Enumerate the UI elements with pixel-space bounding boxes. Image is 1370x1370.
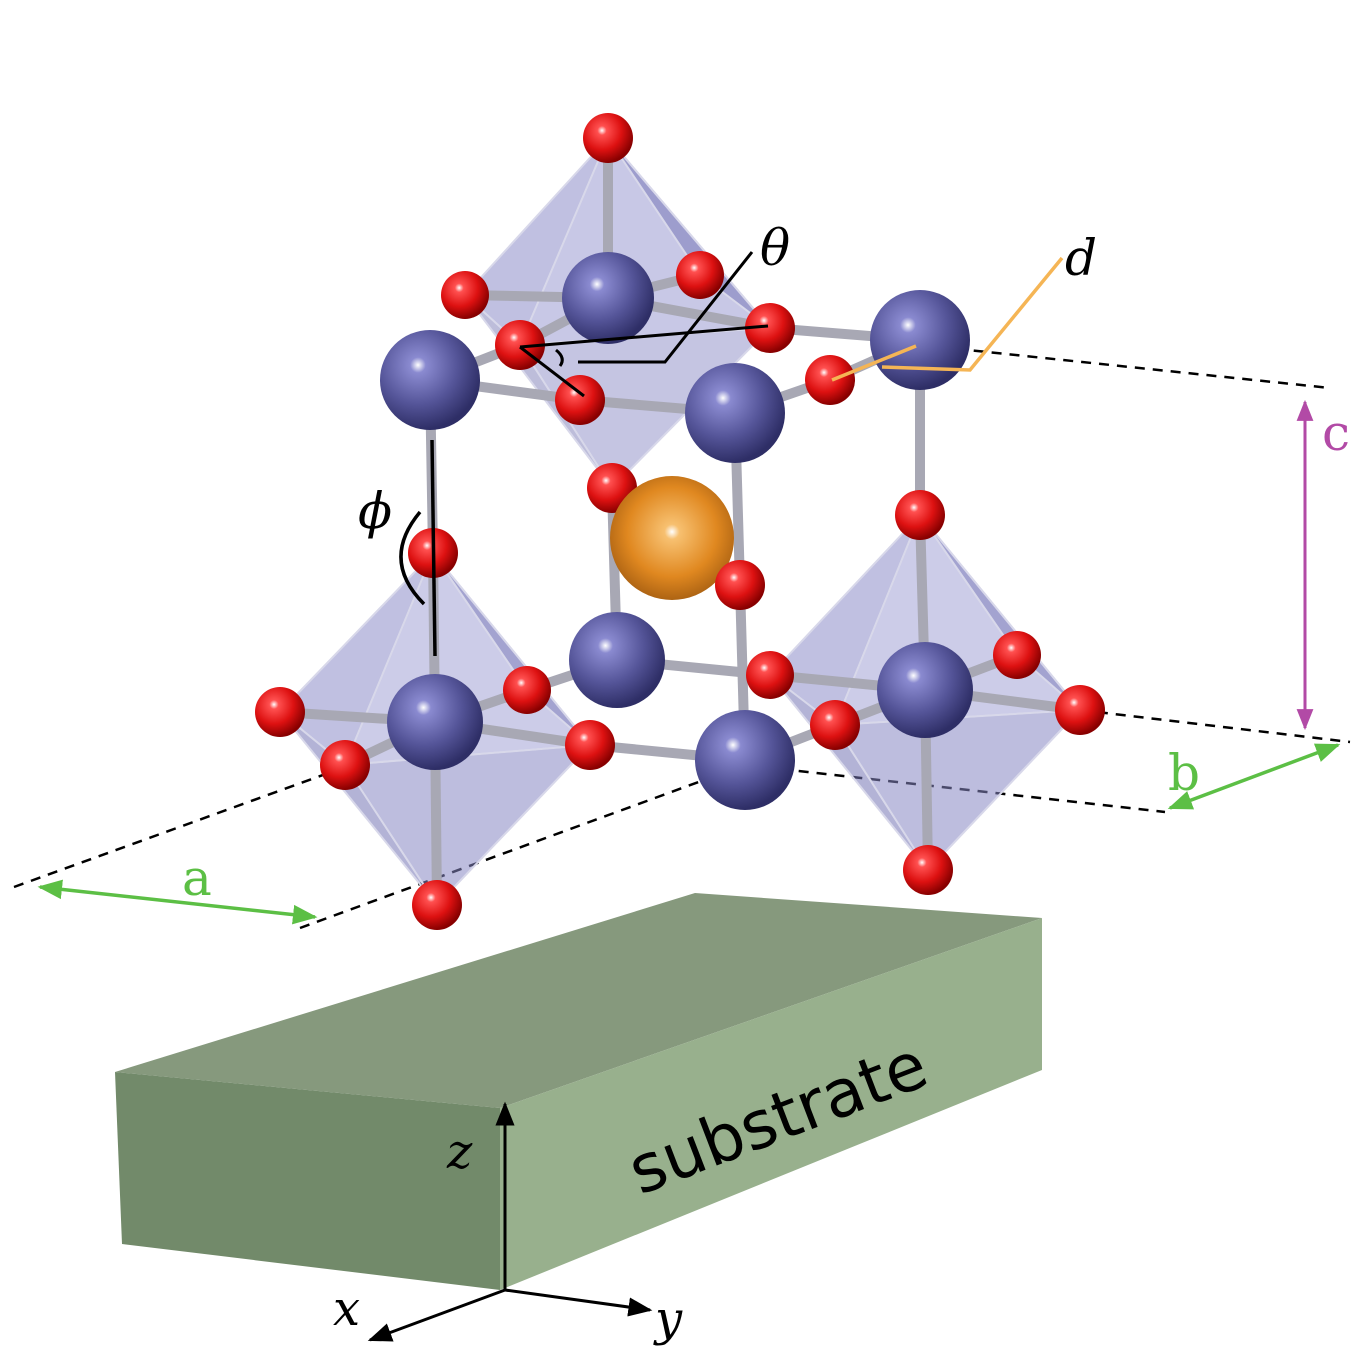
b-site-atom — [562, 252, 654, 344]
a-arrow — [37, 879, 318, 925]
lattice-arrows: a b c — [37, 399, 1350, 925]
d-annotation — [831, 256, 1064, 382]
a-site-atom — [610, 476, 734, 600]
y-axis — [504, 1288, 653, 1317]
x-axis-label: x — [333, 1281, 360, 1337]
dashed-line-top-right — [919, 343, 1331, 390]
z-axis-label: z — [446, 1124, 473, 1180]
oxygen-atom — [993, 631, 1041, 679]
oxygen-atom — [895, 490, 945, 540]
oxygen-atom — [255, 687, 305, 737]
front-atoms — [255, 290, 1105, 930]
dashed-line-left-upper — [13, 765, 346, 889]
b-label: b — [1168, 744, 1200, 802]
oxygen-atom — [903, 845, 953, 895]
oxygen-atom — [746, 651, 794, 699]
b-site-atom — [877, 642, 973, 738]
substrate-front-face — [500, 918, 1042, 1290]
c-label: c — [1322, 404, 1350, 462]
back-atoms — [441, 113, 1041, 714]
oxygen-atom — [1055, 685, 1105, 735]
oxygen-atom — [412, 880, 462, 930]
a-label: a — [182, 849, 212, 907]
oxygen-atom — [441, 271, 489, 319]
substrate-left-face — [115, 1072, 500, 1290]
x-axis — [367, 1288, 506, 1342]
substrate-block: substrate — [115, 893, 1042, 1290]
b-site-atom — [569, 612, 665, 708]
oxygen-atom — [810, 700, 860, 750]
substrate-top-face — [115, 893, 1042, 1108]
coordinate-axes: z y x — [333, 1101, 683, 1347]
b-site-atom — [685, 363, 785, 463]
b-arrow — [1167, 743, 1341, 810]
oxygen-atom — [805, 355, 855, 405]
oxygen-atom — [715, 560, 765, 610]
phi-label: ϕ — [358, 482, 392, 540]
dashed-line-right-apex — [1079, 708, 1351, 744]
oxygen-atom — [565, 720, 615, 770]
oxygen-atom — [503, 666, 551, 714]
oxygen-atom — [555, 375, 605, 425]
dashed-line-left-lower — [299, 763, 746, 930]
oxygen-atom — [320, 740, 370, 790]
b-site-atom — [870, 290, 970, 390]
oxygen-atom — [745, 303, 795, 353]
d-label: d — [1065, 229, 1097, 287]
y-axis-label: y — [653, 1291, 683, 1347]
b-site-atom — [695, 710, 795, 810]
lattice-boundary-lines — [13, 343, 1351, 930]
b-site-atom — [387, 674, 483, 770]
oxygen-atom — [676, 251, 724, 299]
b-site-atom — [380, 330, 480, 430]
theta-annotation — [519, 251, 769, 398]
oxygen-atom — [583, 113, 633, 163]
theta-label: θ — [760, 219, 790, 277]
phi-annotation — [399, 439, 437, 657]
